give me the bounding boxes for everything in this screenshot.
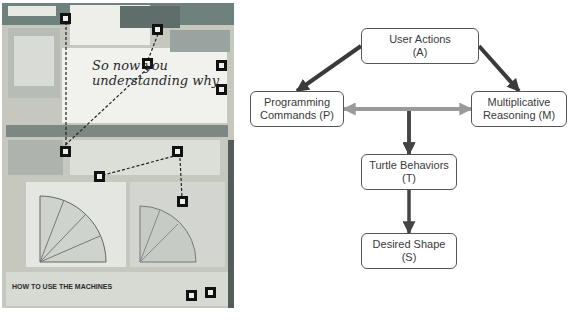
- node-label: Desired Shape (S): [366, 238, 452, 264]
- node-label: User Actions (A): [384, 33, 456, 59]
- flow-arrow: [479, 46, 519, 91]
- flow-arrow: [344, 109, 409, 154]
- process-box: Turtle Behaviors (T): [361, 154, 457, 190]
- photo-text: So now you understanding why: [92, 58, 220, 88]
- photo-text: HOW TO USE THE MACHINES: [12, 283, 182, 290]
- node-label: Turtle Behaviors (T): [366, 159, 452, 185]
- flow-arrow: [407, 190, 411, 233]
- process-box: Multiplicative Reasoning (M): [471, 91, 567, 127]
- flow-arrow: [297, 46, 361, 91]
- node-label: Programming Commands (P): [255, 96, 339, 122]
- flow-arrow: [344, 107, 471, 111]
- process-box: Programming Commands (P): [250, 91, 344, 127]
- process-box: User Actions (A): [361, 28, 479, 64]
- node-label: Multiplicative Reasoning (M): [476, 96, 562, 122]
- process-box: Desired Shape (S): [361, 233, 457, 269]
- flow-arrow: [409, 109, 471, 154]
